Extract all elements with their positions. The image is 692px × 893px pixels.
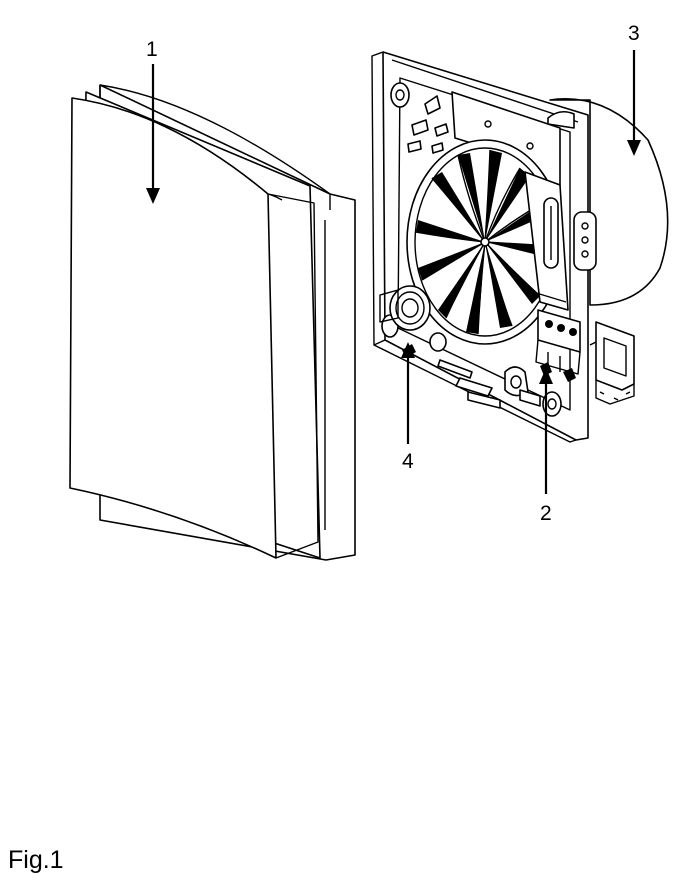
callout-2-label: 2 (540, 502, 552, 525)
figure-caption: Fig.1 (8, 846, 64, 874)
callout-1-label: 1 (146, 38, 158, 61)
front-cover-panel (69, 84, 356, 561)
terminal-block (535, 309, 581, 375)
callout-3-label: 3 (628, 22, 640, 45)
callout-4: 4 (401, 342, 415, 473)
callout-3: 3 (627, 22, 641, 156)
fan-impeller (415, 149, 553, 335)
mounting-hole (389, 285, 431, 331)
callout-4-label: 4 (402, 450, 414, 473)
callout-1: 1 (146, 38, 160, 204)
callout-2: 2 (539, 368, 553, 525)
motor-housing (549, 98, 669, 306)
rear-frame (371, 51, 635, 443)
